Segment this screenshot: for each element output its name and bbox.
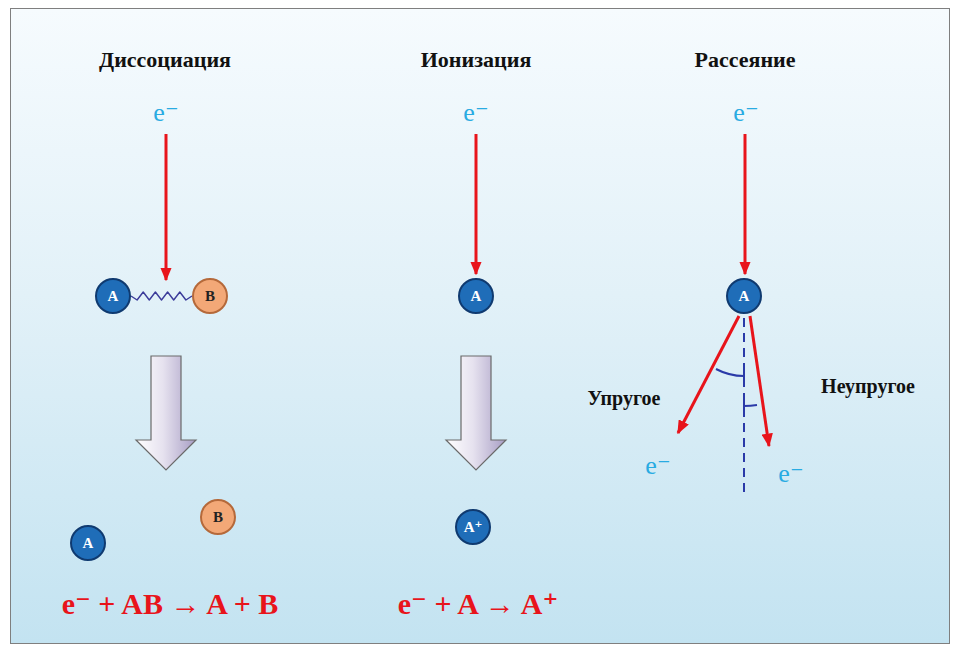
atom-circle: B bbox=[192, 278, 228, 314]
angle-tick bbox=[743, 370, 745, 382]
electron-arrow bbox=[744, 134, 747, 274]
atom-symbol: B bbox=[213, 509, 223, 526]
angle-arc bbox=[744, 405, 757, 406]
circle-shape bbox=[193, 279, 227, 313]
column-title: Диссоциация bbox=[99, 47, 231, 72]
atom-symbol: B bbox=[205, 288, 215, 305]
atom-circle: A bbox=[726, 278, 762, 314]
electron-label: e⁻ bbox=[153, 98, 178, 128]
atom-circle: B bbox=[200, 499, 236, 535]
electron-label: e⁻ bbox=[733, 98, 758, 128]
column-title: Ионизация bbox=[421, 47, 532, 72]
electron-label: e⁻ bbox=[645, 451, 670, 481]
circle-shape bbox=[201, 500, 235, 534]
scattering-type-label: Неупругое bbox=[821, 375, 915, 398]
atom-circle: A bbox=[458, 278, 494, 314]
atom-symbol: A⁺ bbox=[464, 519, 483, 536]
atom-symbol: A bbox=[108, 288, 119, 305]
angle-arc bbox=[716, 369, 744, 376]
ion-circle: A⁺ bbox=[455, 509, 491, 545]
axis-dashed-line bbox=[743, 318, 745, 492]
circle-shape bbox=[71, 526, 105, 560]
electron-arrow bbox=[475, 134, 478, 274]
electron-label: e⁻ bbox=[778, 459, 803, 489]
atom-symbol: A bbox=[471, 288, 482, 305]
column-title: Рассеяние bbox=[694, 47, 795, 72]
atom-symbol: A bbox=[739, 288, 750, 305]
circle-shape bbox=[96, 279, 130, 313]
process-arrow bbox=[136, 356, 196, 470]
atom-circle: A bbox=[70, 525, 106, 561]
atom-symbol: A bbox=[83, 535, 94, 552]
atom-circle: A bbox=[95, 278, 131, 314]
scattered-electron-arrow bbox=[750, 316, 769, 446]
electron-label: e⁻ bbox=[463, 98, 488, 128]
scattering-type-label: Упругое bbox=[588, 387, 661, 410]
circle-shape bbox=[459, 279, 493, 313]
angle-tick bbox=[743, 400, 745, 412]
process-arrow bbox=[446, 356, 506, 470]
spring-bond bbox=[131, 292, 192, 300]
reaction-equation: e⁻ + A → A⁺ bbox=[398, 587, 558, 622]
circle-shape bbox=[456, 510, 490, 544]
circle-shape bbox=[727, 279, 761, 313]
electron-arrow bbox=[165, 134, 168, 280]
reaction-equation: e⁻ + AB → A + B bbox=[62, 587, 279, 622]
